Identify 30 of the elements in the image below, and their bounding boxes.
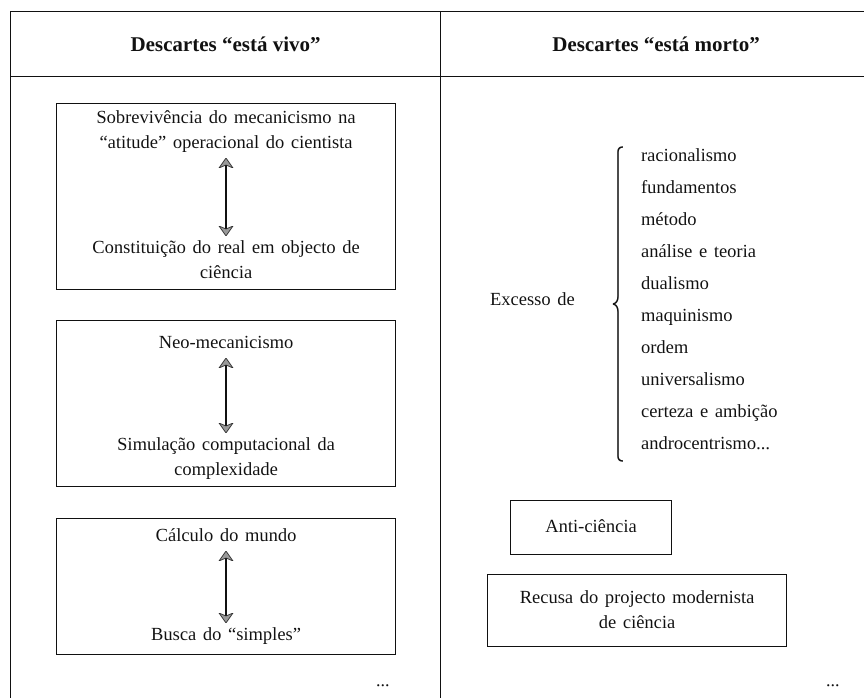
ellipsis-text: ... — [376, 670, 390, 691]
concept-text: Neo-mecanicismo — [57, 331, 395, 358]
concept-text: Sobrevivência do mecanicismo na “atitude” operacional do cientista — [57, 106, 395, 158]
concept-text: Cálculo do mundo — [57, 524, 395, 551]
list-item: fundamentos — [641, 177, 737, 200]
brace-prefix-text: Excesso de — [490, 289, 575, 312]
column-heading: Descartes “está morto” — [552, 32, 760, 56]
list-item: maquinismo — [641, 305, 732, 328]
concept-text: Constituição do real em objecto de ciência — [57, 236, 395, 288]
column-heading: Descartes “está vivo” — [130, 32, 321, 56]
double-arrow — [218, 550, 234, 624]
ellipsis-text: ... — [826, 670, 840, 691]
list-item: racionalismo — [641, 145, 737, 168]
concept-box: Anti-ciência — [510, 500, 672, 555]
double-arrow — [218, 358, 234, 434]
list-item: dualismo — [641, 273, 709, 296]
double-arrow — [218, 158, 234, 236]
table-column — [10, 11, 441, 698]
group-box — [56, 103, 396, 290]
list-item: método — [641, 209, 696, 232]
list-item: ordem — [641, 337, 688, 360]
list-item: universalismo — [641, 369, 745, 392]
concept-text: Busca do “simples” — [57, 623, 395, 650]
group-box — [56, 518, 396, 655]
list-item: androcentrismo... — [641, 433, 770, 456]
concept-box: Recusa do projecto modernista de ciência — [487, 574, 787, 647]
concept-text: Simulação computacional da complexidade — [57, 433, 395, 485]
list-item: certeza e ambição — [641, 401, 778, 424]
list-item: análise e teoria — [641, 241, 756, 264]
group-box — [56, 320, 396, 487]
